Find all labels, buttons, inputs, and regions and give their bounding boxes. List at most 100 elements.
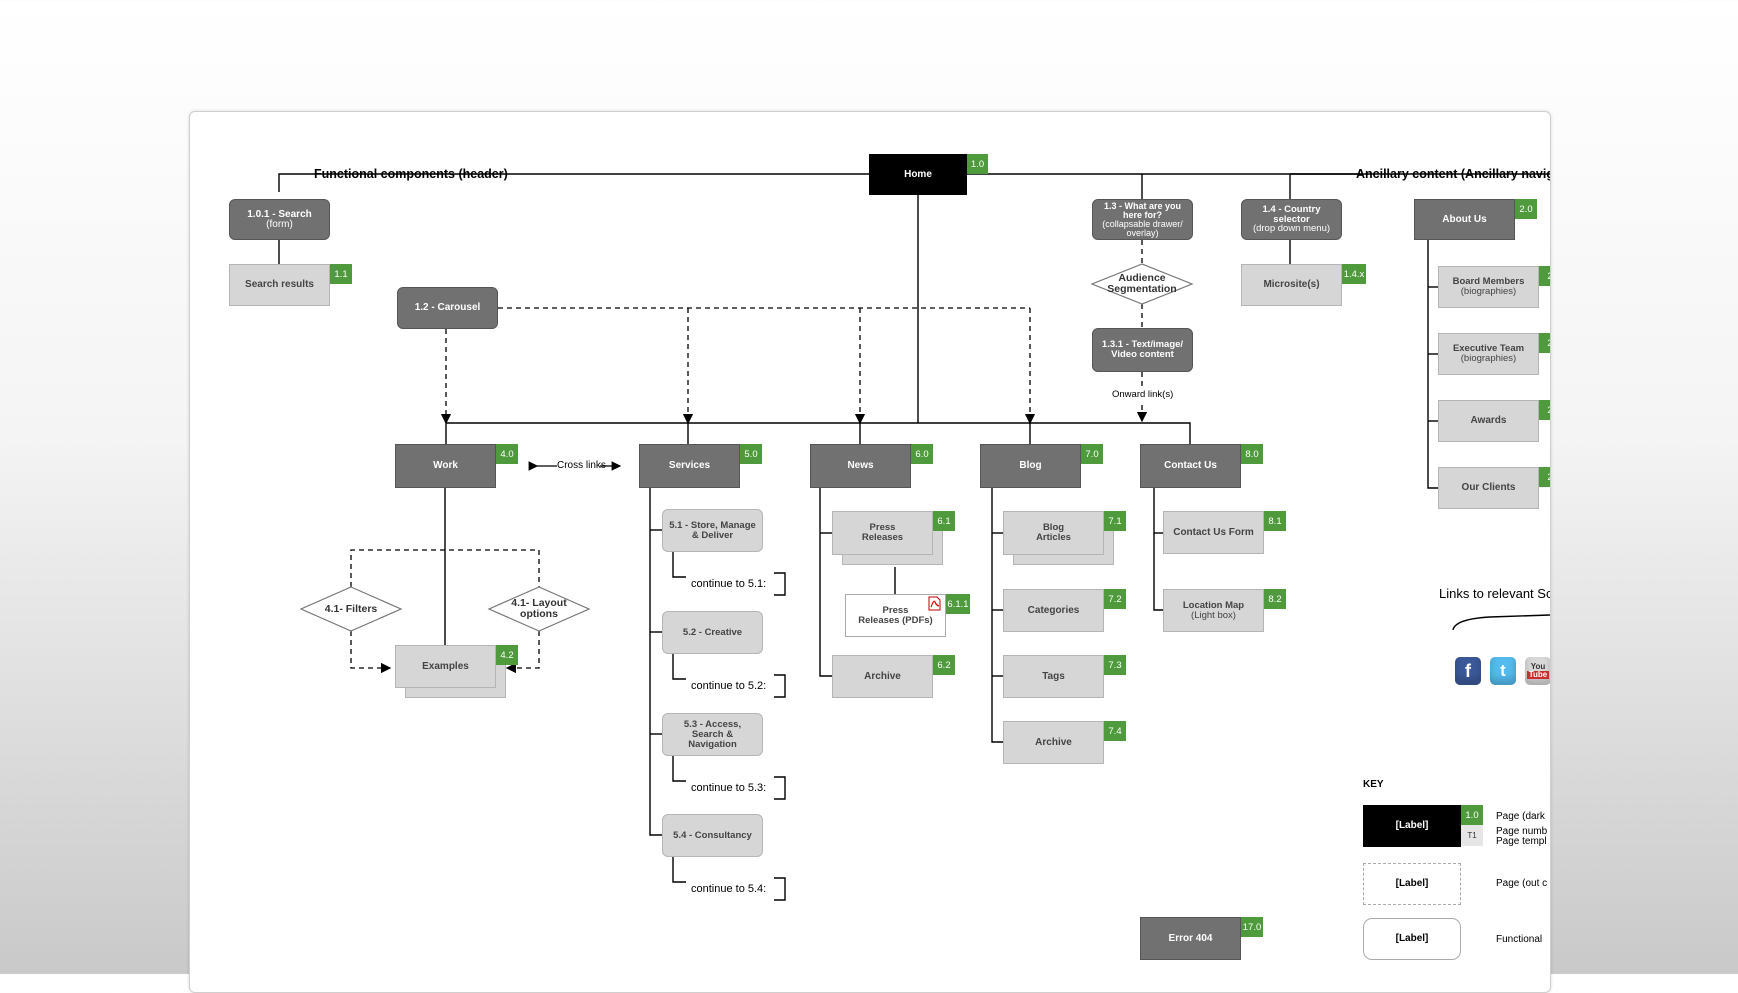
microsites-box[interactable]: Microsite(s)	[1241, 264, 1342, 306]
functional-components-heading: Functional components (header)	[314, 167, 508, 181]
blog-page-box[interactable]: Blog	[980, 444, 1081, 488]
layout-line2: options	[520, 608, 558, 620]
press-pdf-number: 6.1.1	[946, 594, 970, 614]
our-clients-number: 2	[1539, 467, 1550, 487]
store-manage-deliver-box[interactable]: 5.1 - Store, Manage & Deliver	[662, 509, 763, 552]
blog-archive-box[interactable]: Archive	[1003, 721, 1104, 764]
press-releases-box[interactable]: Press Releases	[832, 511, 933, 555]
key-page-number: 1.0	[1461, 805, 1483, 825]
layout-line1: 4.1- Layout	[511, 597, 567, 609]
consultancy-box[interactable]: 5.4 - Consultancy	[662, 814, 763, 857]
search-title: 1.0.1 - Search	[247, 208, 312, 220]
services-page-box[interactable]: Services	[639, 444, 740, 488]
youtube-glyph-bottom: Tube	[1526, 670, 1550, 679]
news-label: News	[847, 460, 874, 471]
blog-articles-number: 7.1	[1104, 511, 1126, 531]
creative-box[interactable]: 5.2 - Creative	[662, 611, 763, 654]
contact-us-label: Contact Us	[1164, 460, 1217, 471]
audience-q-line1: 1.3 - What are you	[1103, 200, 1182, 211]
svc4-line1: 5.4 - Consultancy	[673, 829, 752, 841]
work-number: 4.0	[496, 444, 518, 464]
carousel-box[interactable]: 1.2 - Carousel	[397, 287, 498, 329]
news-archive-number: 6.2	[933, 655, 955, 675]
map-line1: Location Map	[1182, 599, 1245, 611]
our-clients-box[interactable]: Our Clients	[1438, 467, 1539, 509]
youtube-glyph-top: You	[1530, 662, 1546, 671]
about-us-label: About Us	[1442, 213, 1487, 225]
news-archive-label: Archive	[864, 670, 901, 682]
text-video-content-box[interactable]: 1.3.1 - Text/image/ Video content	[1092, 328, 1193, 372]
examples-box[interactable]: Examples	[395, 645, 496, 688]
news-archive-box[interactable]: Archive	[832, 655, 933, 698]
about-us-number: 2.0	[1515, 199, 1537, 219]
home-page-number: 1.0	[967, 154, 988, 174]
continue-5-3-link[interactable]: continue to 5.3:	[691, 782, 767, 794]
awards-number: 2	[1539, 400, 1550, 420]
about-us-page-box[interactable]: About Us	[1414, 199, 1515, 240]
svc1-line2: & Deliver	[691, 529, 734, 541]
text-video-line2: Video content	[1111, 349, 1174, 360]
audience-q-line4: overlay)	[1126, 227, 1159, 238]
audience-seg-line2: Segmentation	[1107, 283, 1177, 295]
blog-number: 7.0	[1081, 444, 1103, 464]
work-page-box[interactable]: Work	[395, 444, 496, 488]
continue-5-1-link[interactable]: continue to 5.1:	[691, 578, 767, 590]
press-line2: Releases	[861, 532, 904, 543]
filters-label: 4.1- Filters	[324, 602, 378, 615]
svc2-line1: 5.2 - Creative	[682, 626, 743, 638]
facebook-icon[interactable]: f	[1455, 657, 1481, 685]
filters-diamond: 4.1- Filters	[301, 587, 401, 631]
tags-box[interactable]: Tags	[1003, 655, 1104, 698]
tags-number: 7.3	[1104, 655, 1126, 675]
carousel-label: 1.2 - Carousel	[414, 302, 481, 313]
news-page-box[interactable]: News	[810, 444, 911, 488]
onward-links-label: Onward link(s)	[1112, 389, 1174, 400]
ancillary-content-heading: Ancillary content (Ancillary naviga	[1356, 167, 1551, 181]
board-members-box[interactable]: Board Members (biographies)	[1438, 266, 1539, 308]
facebook-glyph: f	[1465, 660, 1471, 681]
microsites-label: Microsite(s)	[1263, 279, 1320, 290]
access-search-navigation-box[interactable]: 5.3 - Access, Search & Navigation	[662, 713, 763, 756]
key-page-sample: [Label]	[1363, 805, 1461, 847]
pdf-line2: Releases (PDFs)	[858, 614, 933, 626]
audience-question-box[interactable]: 1.3 - What are you here for? (collapsabl…	[1092, 199, 1193, 240]
blog-articles-box[interactable]: Blog Articles	[1003, 511, 1104, 555]
categories-box[interactable]: Categories	[1003, 589, 1104, 632]
search-form-box[interactable]: 1.0.1 - Search (form)	[229, 199, 330, 240]
continue-5-2-link[interactable]: continue to 5.2:	[691, 680, 767, 692]
audience-seg-line1: Audience	[1118, 272, 1166, 284]
contact-form-number: 8.1	[1264, 511, 1286, 531]
social-links-heading: Links to relevant Sc	[1439, 586, 1551, 601]
board-members-line2: (biographies)	[1460, 286, 1517, 297]
key-out-desc: Page (out c	[1496, 878, 1548, 889]
error-404-page-box[interactable]: Error 404	[1140, 917, 1241, 960]
contact-form-box[interactable]: Contact Us Form	[1163, 511, 1264, 554]
search-results-box[interactable]: Search results	[229, 264, 330, 306]
microsites-number: 1.4.x	[1342, 264, 1366, 284]
tags-label: Tags	[1042, 670, 1065, 682]
awards-box[interactable]: Awards	[1438, 400, 1539, 442]
home-page-box[interactable]: Home	[869, 154, 967, 195]
map-line2: (Light box)	[1191, 609, 1236, 621]
location-map-box[interactable]: Location Map (Light box)	[1163, 589, 1264, 632]
svc1-line1: 5.1 - Store, Manage	[669, 519, 756, 531]
text-video-line1: 1.3.1 - Text/image/	[1101, 339, 1184, 350]
continue-5-4-link[interactable]: continue to 5.4:	[691, 883, 767, 895]
country-selector-box[interactable]: 1.4 - Country selector (drop down menu)	[1241, 199, 1342, 240]
key-functional-sample: [Label]	[1363, 918, 1461, 960]
audience-q-line2: here for?	[1122, 209, 1162, 220]
key-template-number: T1	[1461, 825, 1483, 846]
twitter-icon[interactable]: t	[1490, 657, 1516, 685]
news-number: 6.0	[911, 444, 933, 464]
blog-archive-label: Archive	[1035, 736, 1072, 748]
executive-team-box[interactable]: Executive Team (biographies)	[1438, 333, 1539, 375]
cross-links-label: Cross links	[557, 460, 606, 471]
contact-us-page-box[interactable]: Contact Us	[1140, 444, 1241, 488]
key-page-sample-label: [Label]	[1395, 820, 1429, 831]
key-template-desc: Page templ	[1496, 836, 1547, 847]
country-line3: (drop down menu)	[1252, 223, 1331, 235]
awards-label: Awards	[1470, 415, 1507, 426]
blog-archive-number: 7.4	[1104, 721, 1126, 741]
